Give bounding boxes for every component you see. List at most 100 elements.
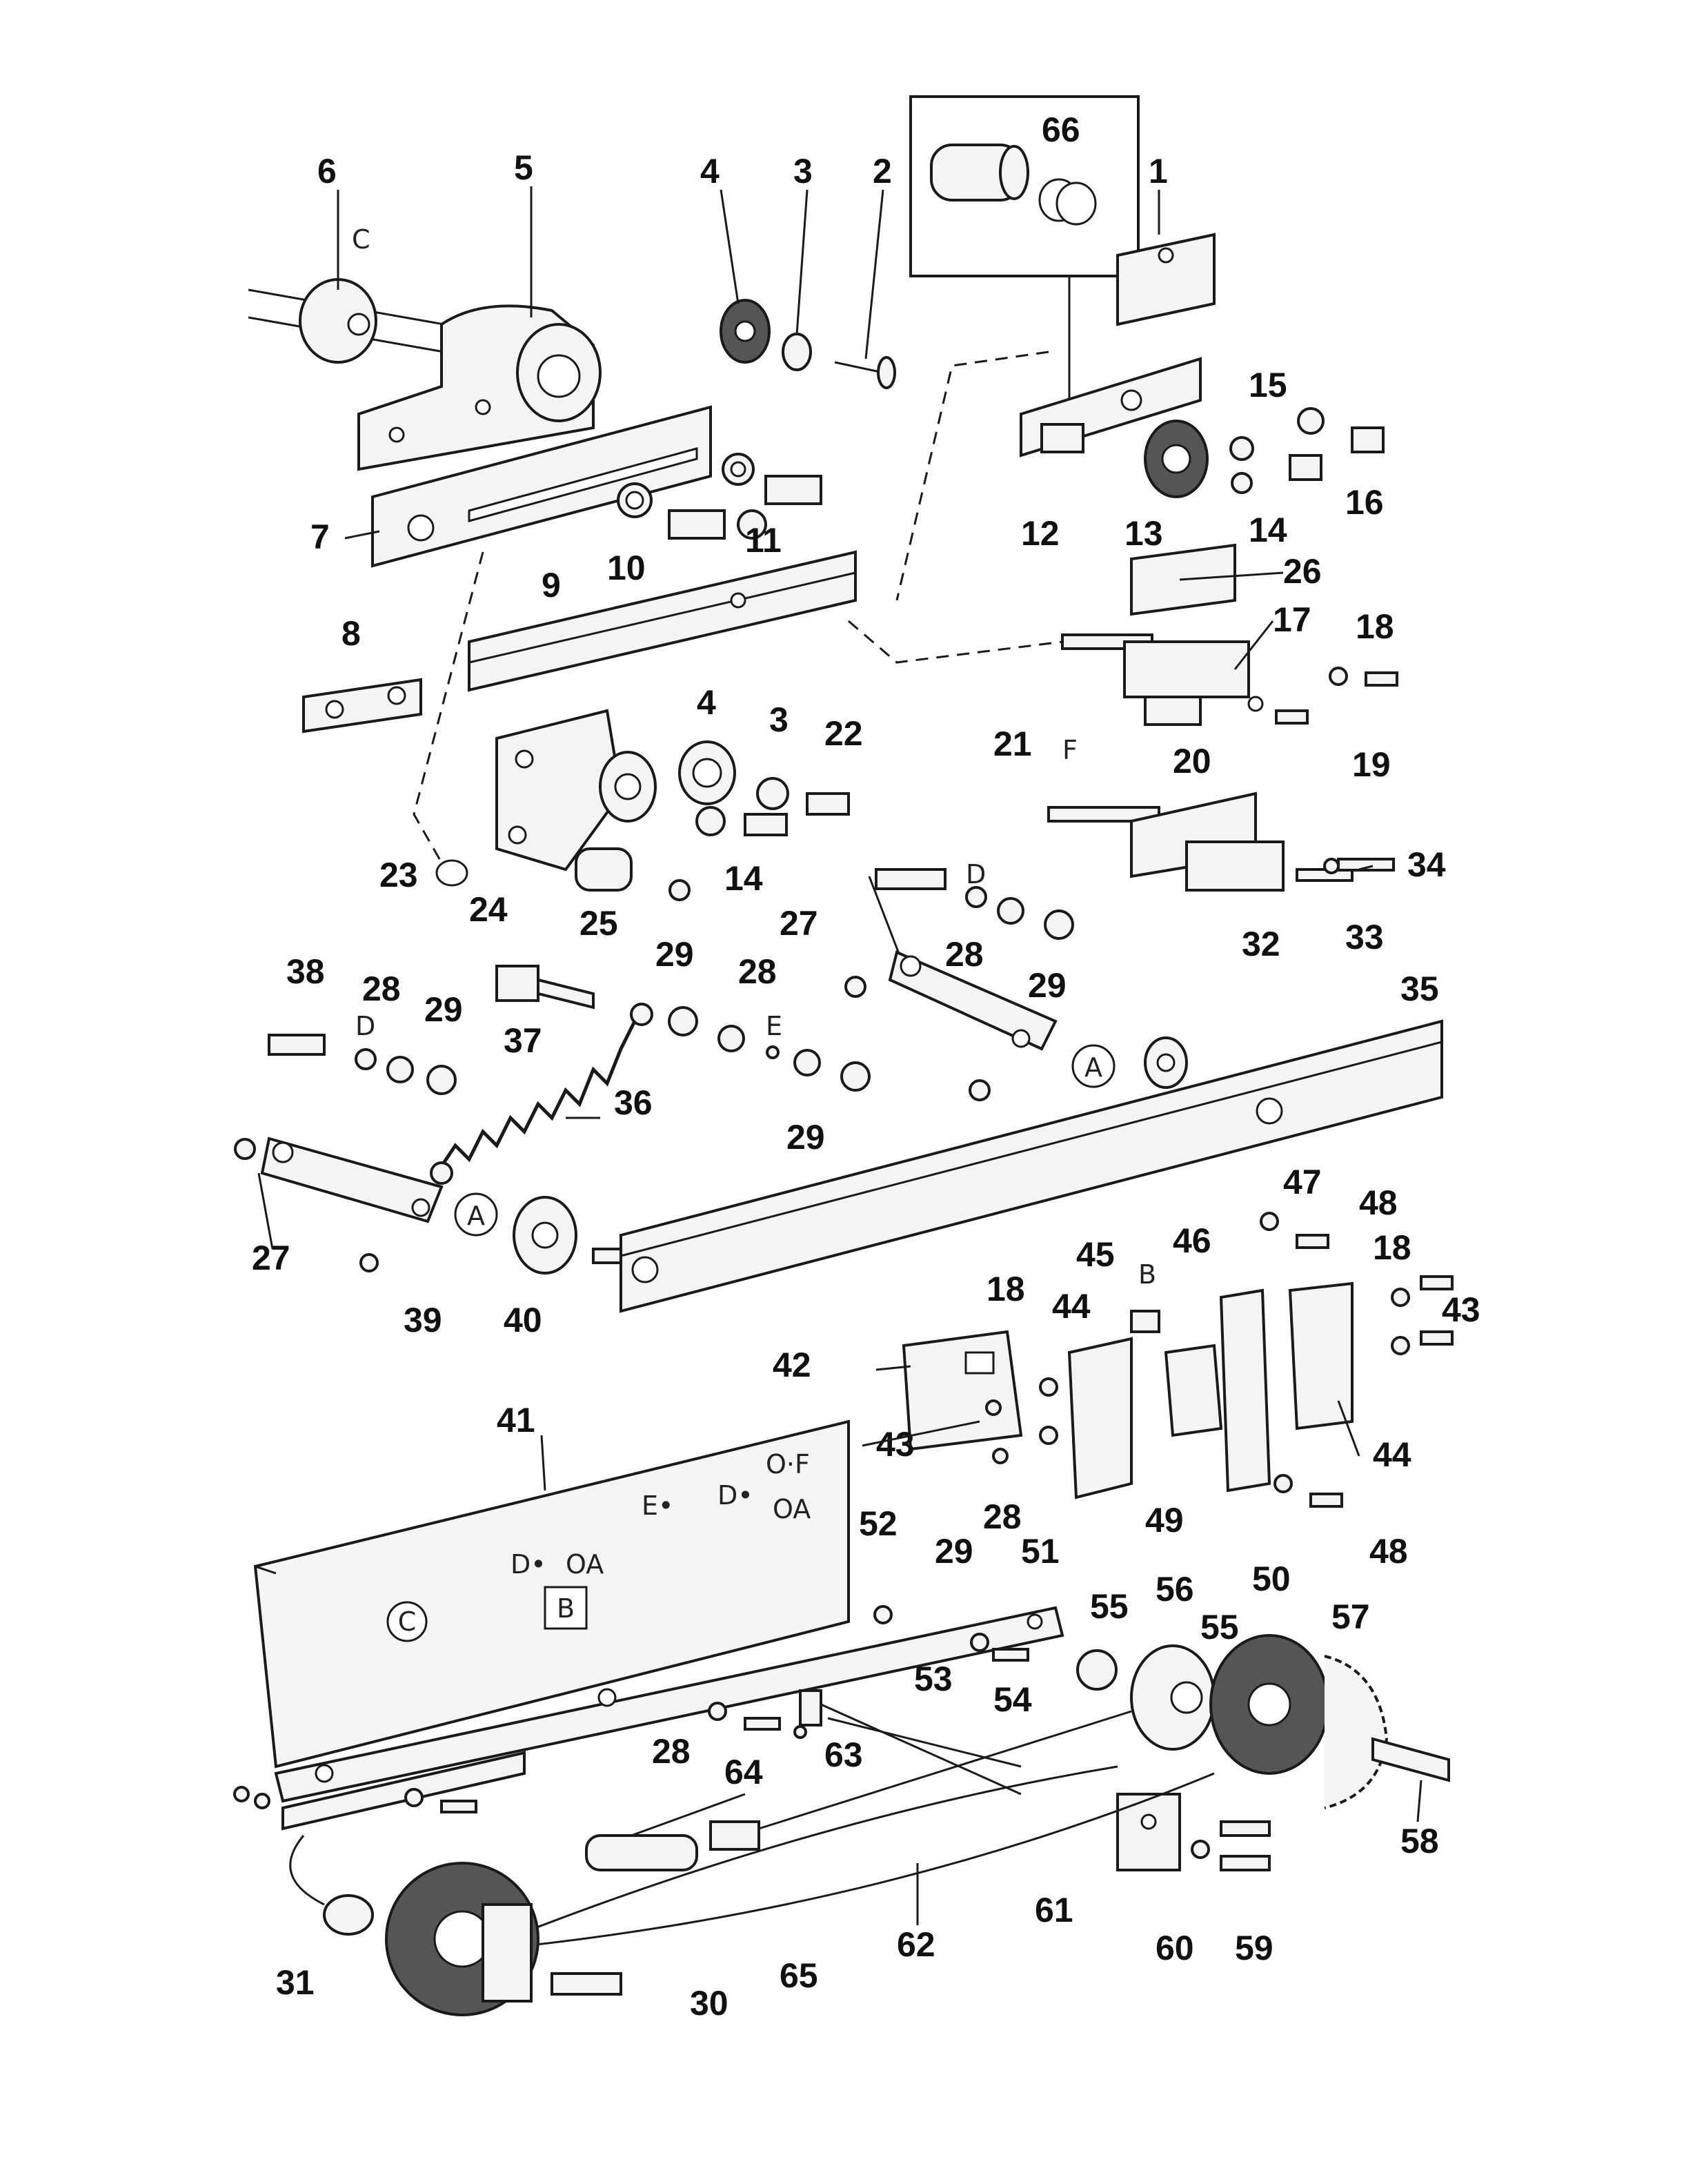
part-label-18b: 18 [1373,1228,1411,1267]
part-label-28d: 28 [983,1497,1022,1536]
part-label-11: 11 [745,521,782,560]
part-label-66: 66 [1042,110,1080,149]
drive-pulley-group [1076,1634,1450,1809]
part-label-29e: 29 [935,1532,973,1571]
part-label-28a: 28 [945,935,984,974]
part-label-20: 20 [1173,742,1211,780]
tension-bolt-and-spring [430,965,653,1185]
marker-b-small: B [1138,1259,1156,1290]
part-label-29c: 29 [655,935,694,974]
part-label-33: 33 [1345,918,1384,956]
marker-a-left: A [454,1192,577,1275]
main-beam [592,1019,1443,1313]
part-label-5: 5 [514,148,533,187]
part-label-21: 21 [993,725,1032,763]
switch-bracket-lower [1047,791,1395,892]
part-label-48b: 48 [1369,1532,1408,1571]
part-label-2: 2 [873,152,892,190]
part-label-44b: 44 [1373,1435,1411,1474]
part-label-8: 8 [341,614,361,653]
part-label-29b: 29 [424,990,463,1029]
part-label-29d: 29 [786,1118,825,1157]
part-label-4: 4 [700,152,720,190]
part-label-60: 60 [1156,1929,1194,1967]
marker-f-upper: F [1062,735,1078,765]
carriage-plate [435,709,657,892]
part-label-42: 42 [773,1346,811,1384]
part-label-43a: 43 [1442,1290,1480,1329]
part-label-44a: 44 [1052,1287,1091,1326]
part-label-49: 49 [1145,1501,1184,1539]
part-label-36: 36 [614,1083,653,1122]
left-link-rod [234,1034,457,1272]
part-label-53: 53 [914,1660,953,1698]
screws-right [1260,1212,1454,1508]
part-label-28c: 28 [738,952,777,991]
part-label-64: 64 [724,1753,763,1791]
part-label-47: 47 [1283,1163,1322,1201]
right-link-rod [844,868,1074,1101]
guide-plate-1 [1116,233,1216,326]
marker-d-plate-left: D• [511,1549,546,1580]
part-label-28b: 28 [362,970,401,1008]
cam-shaft-assembly [248,278,602,471]
part-label-43b: 43 [876,1425,915,1464]
part-label-29a: 29 [1028,966,1067,1005]
part-label-46: 46 [1173,1221,1211,1260]
label-leader-lines [337,186,1423,1925]
part-label-56: 56 [1156,1570,1194,1609]
inset-detail-box [909,95,1140,421]
part-label-40: 40 [504,1301,542,1339]
part-label-3b: 3 [769,700,789,739]
part-label-48a: 48 [1359,1183,1398,1222]
part-label-57: 57 [1331,1597,1370,1636]
part-label-61: 61 [1035,1891,1073,1929]
lower-slide-rail [274,1606,1064,1831]
part-label-15: 15 [1249,366,1287,404]
part-label-23: 23 [379,856,418,894]
top-bearing-group [720,299,896,389]
part-label-58: 58 [1400,1822,1439,1860]
marker-oa-plate-left: OA [566,1549,604,1580]
marker-e-mid: E [766,1011,782,1041]
drive-belt-and-adjuster [385,1710,1215,2016]
part-label-50: 50 [1252,1560,1291,1598]
marker-a-right: A [1071,1036,1188,1089]
roller-bracket [1020,357,1209,498]
part-label-31: 31 [276,1963,315,2002]
part-label-34: 34 [1407,845,1446,884]
marker-e-plate: E• [642,1491,673,1521]
part-label-63: 63 [824,1735,863,1774]
part-label-16: 16 [1345,483,1384,522]
part-label-59: 59 [1235,1929,1273,1967]
marker-d-left: D [355,1011,375,1041]
marker-d-plate-right: D• [717,1480,753,1511]
part-label-26: 26 [1283,552,1322,591]
marker-of-plate: O·F [766,1449,810,1479]
part-label-6: 6 [317,152,337,190]
part-label-55a: 55 [1090,1587,1129,1626]
nut-washer-center [668,1006,871,1092]
part-label-30: 30 [690,1984,728,2023]
marker-a-right-text: A [1084,1052,1102,1083]
part-label-39: 39 [404,1301,442,1339]
bolt-and-washer-set-11 [668,453,822,540]
limit-bracket-set [1039,1281,1354,1499]
part-label-17: 17 [1273,600,1311,639]
slide-shoe [302,678,422,734]
channel-rail [468,550,857,692]
part-label-27a: 27 [780,904,818,943]
part-label-19: 19 [1352,745,1391,784]
slotted-bracket [371,405,712,568]
part-label-38: 38 [286,952,325,991]
part-label-25: 25 [579,904,618,943]
marker-b-plate-text: B [557,1593,575,1624]
part-label-4b: 4 [697,683,716,722]
part-label-10: 10 [607,549,646,587]
marker-c-top: C [352,224,370,255]
part-label-3: 3 [793,152,813,190]
part-label-22: 22 [824,714,863,753]
belt-clamp [1116,1793,1271,1871]
marker-d-right: D [966,859,986,889]
part-label-14b: 14 [724,859,763,898]
